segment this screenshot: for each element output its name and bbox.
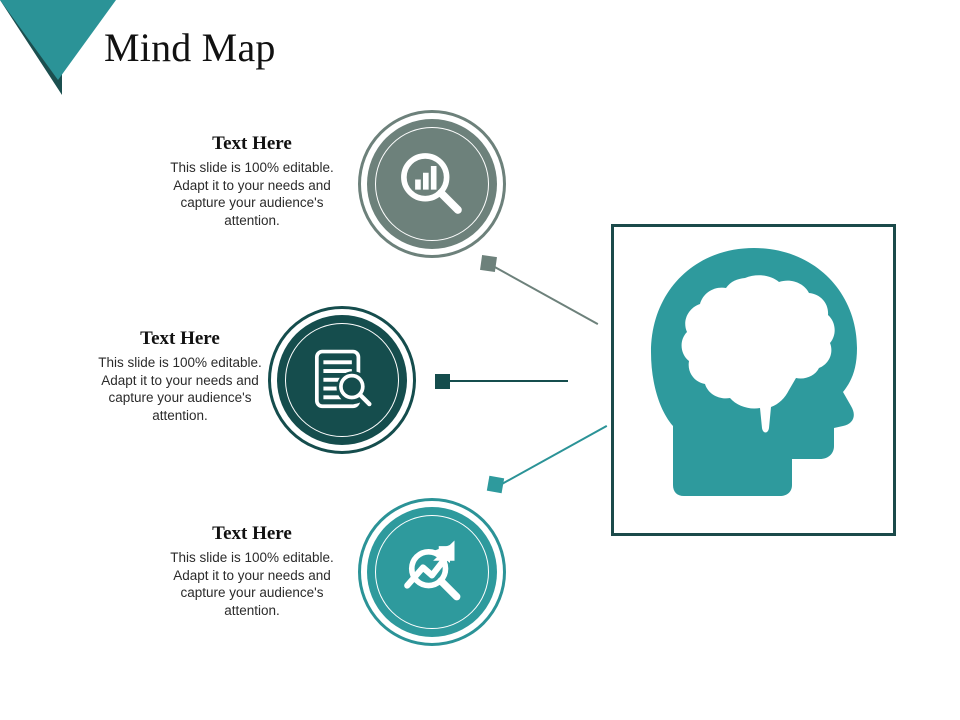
connector-branch-2 (446, 380, 568, 383)
corner-triangle-decoration (0, 0, 120, 110)
branch-1-text-block: Text Here This slide is 100% editable. A… (152, 133, 352, 229)
branch-2-outer-ring (268, 306, 416, 454)
connector-square-branch-1 (480, 255, 497, 272)
branch-3-outer-ring (358, 498, 506, 646)
center-head-frame (611, 224, 896, 536)
magnifier-growth-arrow-icon (392, 532, 472, 612)
magnifier-bar-chart-icon (392, 144, 472, 224)
corner-triangle-light (0, 0, 116, 80)
branch-2-body: This slide is 100% editable. Adapt it to… (98, 355, 262, 423)
connector-square-branch-2 (435, 374, 450, 389)
branch-3-body: This slide is 100% editable. Adapt it to… (170, 550, 334, 618)
branch-3-text-block: Text Here This slide is 100% editable. A… (152, 523, 352, 619)
page-title: Mind Map (104, 25, 276, 70)
connector-square-branch-3 (486, 475, 505, 494)
branch-3-heading: Text Here (212, 523, 292, 544)
branch-1-icon-badge[interactable] (358, 110, 506, 258)
branch-1-heading: Text Here (212, 133, 292, 154)
branch-2-icon-badge[interactable] (268, 306, 416, 454)
branch-3-inner-ring (375, 515, 489, 629)
head-with-brain-icon (650, 248, 857, 496)
branch-3-icon-badge[interactable] (358, 498, 506, 646)
branch-2-inner-ring (285, 323, 399, 437)
branch-2-text-block: Text Here This slide is 100% editable. A… (80, 328, 280, 424)
connector-branch-3 (499, 424, 608, 486)
connector-branch-1 (492, 265, 599, 325)
corner-triangle-dark (0, 0, 62, 95)
branch-1-outer-ring (358, 110, 506, 258)
document-magnifier-icon (302, 340, 382, 420)
branch-1-body: This slide is 100% editable. Adapt it to… (170, 160, 334, 228)
branch-2-heading: Text Here (140, 328, 220, 349)
branch-1-inner-ring (375, 127, 489, 241)
